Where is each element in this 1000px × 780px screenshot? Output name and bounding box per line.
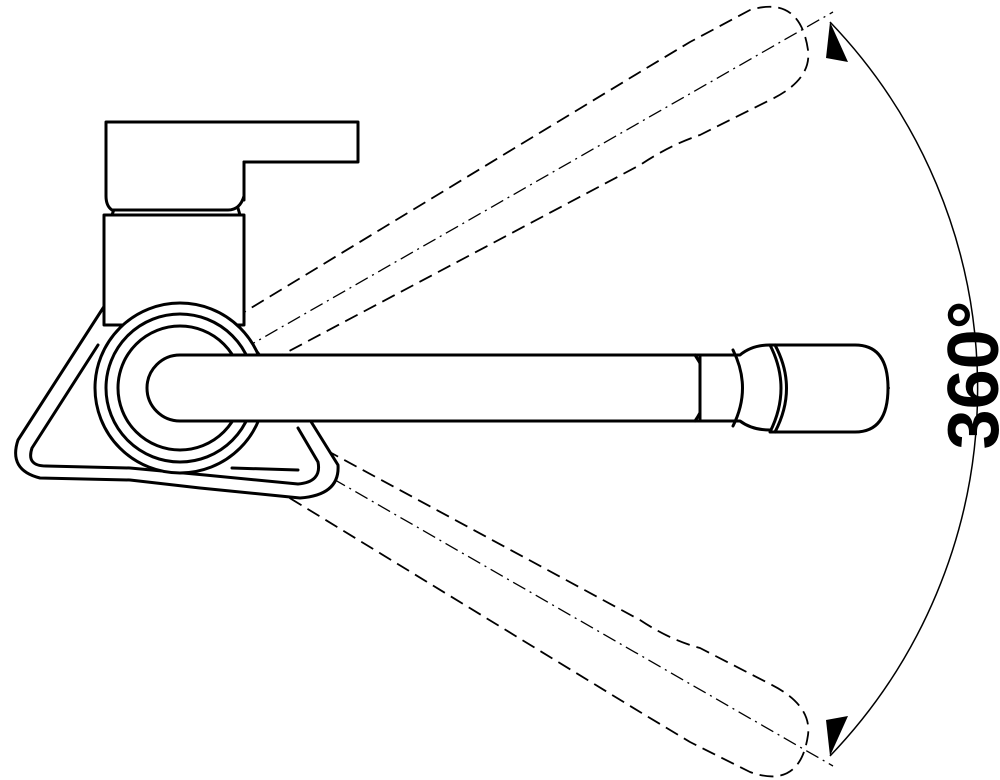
centerline-lower (174, 387, 834, 767)
centerline-upper (174, 11, 834, 389)
spout (145, 343, 890, 434)
rotation-angle-label: 360° (934, 301, 1000, 450)
spout-ghost-upper (161, 5, 810, 411)
arrowhead-down (826, 716, 848, 756)
spout-ghost-lower (161, 369, 810, 778)
arrowhead-up (826, 22, 848, 62)
lever-handle (104, 120, 360, 212)
rotation-arc (826, 21, 979, 757)
